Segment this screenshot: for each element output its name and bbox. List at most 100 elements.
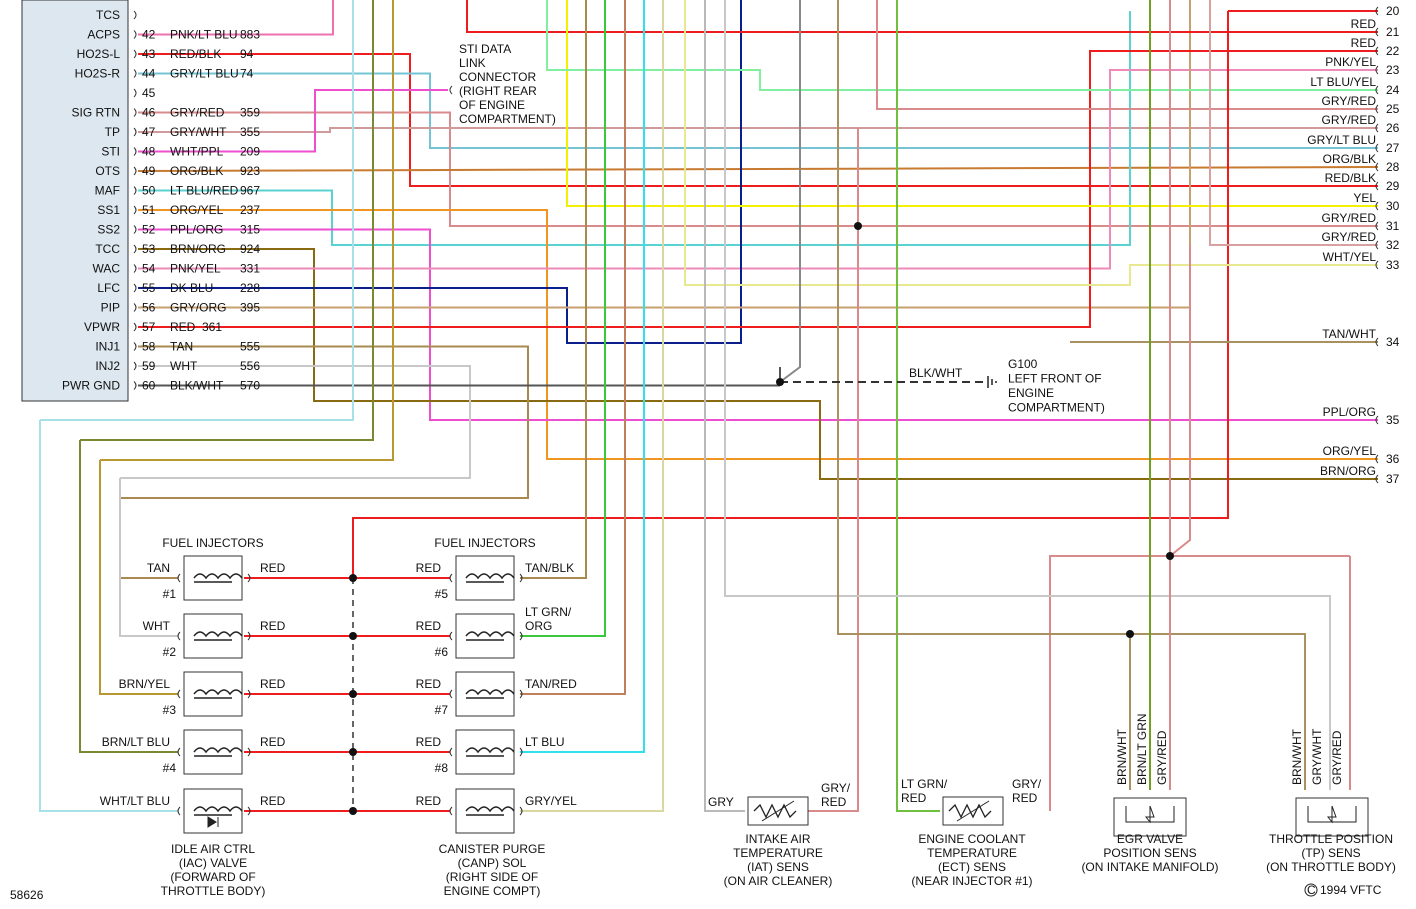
sensor-ref-splice-dot	[1166, 552, 1174, 560]
variable-arrow	[956, 800, 990, 822]
connector-pin-wire-color: RED/BLK	[1325, 171, 1376, 185]
wire-33	[684, 0, 1378, 286]
connector-pin-number: 22	[1386, 44, 1400, 58]
pin-terminal	[1375, 104, 1379, 114]
pin-terminal	[133, 186, 137, 195]
pcm-pin-circuit: 570	[240, 379, 260, 393]
connector-pin-number: 24	[1386, 83, 1400, 97]
pin-terminal	[133, 147, 137, 156]
wire-ss2	[138, 228, 1378, 421]
coil-symbol	[465, 573, 515, 580]
wire-tp-grywht	[724, 0, 1331, 790]
tp-label-line: (ON THROTTLE BODY)	[1266, 860, 1396, 874]
connector-pin-wire-color: PNK/YEL	[1325, 55, 1376, 69]
pin-terminal	[133, 166, 137, 176]
pin-terminal	[133, 225, 137, 234]
pcm-pin-name: INJ2	[95, 359, 120, 373]
iac-label-line: IDLE AIR CTRL	[171, 842, 255, 856]
pcm-pin-circuit: 924	[240, 242, 260, 256]
pcm-pin-number: 55	[142, 281, 156, 295]
wire-maf	[138, 11, 1131, 246]
injectors-left-title: FUEL INJECTORS	[162, 536, 263, 550]
pcm-pin-number: 42	[142, 28, 156, 42]
injector-right-feed: RED	[416, 561, 442, 575]
pin-terminal	[1375, 143, 1379, 153]
coil-symbol	[193, 747, 243, 754]
pcm-pin-name: TCS	[96, 8, 120, 22]
coil-symbol	[193, 806, 243, 813]
pcm-pin-wire-color: WHT	[170, 359, 198, 373]
pcm-pin-wire-color: RED/BLK	[170, 47, 221, 61]
wire-inj4-drop	[79, 440, 178, 753]
pcm-pin-number: 60	[142, 379, 156, 393]
connector-pin-wire-color: RED	[1351, 17, 1377, 31]
connector-pin-wire-color: TAN/WHT	[1322, 327, 1376, 341]
pin-terminal	[133, 88, 137, 98]
pcm-pin-wire-color: BRN/ORG	[170, 242, 226, 256]
iat-right-wire: GRY/	[821, 781, 851, 795]
wire-acps	[138, 0, 334, 36]
injectors-right-title: FUEL INJECTORS	[434, 536, 535, 550]
wire-vpwr	[138, 50, 1378, 328]
connector-pin-wire-color: RED	[1351, 36, 1377, 50]
pin-terminal	[133, 69, 137, 78]
iac-label-line: (FORWARD OF	[170, 870, 255, 884]
connector-pin-number: 23	[1386, 63, 1400, 77]
pcm-pin-circuit: 359	[240, 106, 260, 120]
potentiometer-symbol	[1307, 805, 1357, 824]
pin-terminal	[133, 205, 137, 215]
tp-wire-label: GRY/RED	[1330, 730, 1344, 785]
wire-24	[546, 0, 1378, 91]
connector-pin-number: 37	[1386, 472, 1400, 486]
wire-21	[466, 0, 1378, 33]
pin-terminal	[133, 244, 137, 254]
wire-inj7	[520, 0, 626, 695]
pin-terminal	[1375, 6, 1379, 16]
injector-feed-splice	[349, 632, 357, 640]
pcm-pin-name: WAC	[92, 262, 120, 276]
pcm-pin-circuit: 883	[240, 28, 260, 42]
wire-32-drop	[1169, 245, 1191, 557]
connector-pin-wire-color: GRY/RED	[1322, 113, 1377, 127]
coil-symbol	[465, 747, 515, 754]
iac-label-line: (IAC) VALVE	[179, 856, 247, 870]
pin-terminal	[133, 381, 137, 390]
pcm-pin-circuit: 967	[240, 184, 260, 198]
injector-right-wire: TAN/RED	[525, 677, 577, 691]
connector-pin-wire-color: GRY/RED	[1322, 94, 1377, 108]
potentiometer-symbol	[1125, 805, 1175, 824]
ground-label-line: ENGINE	[1008, 386, 1054, 400]
pin-terminal	[1375, 201, 1379, 211]
wire-ho2s-r	[138, 72, 1378, 149]
injector-right-7	[455, 671, 515, 717]
pin-terminal	[133, 10, 137, 20]
components-layer	[21, 0, 1369, 837]
pcm-pin-circuit: 555	[240, 340, 260, 354]
connector-pin-number: 28	[1386, 160, 1400, 174]
coil-symbol	[465, 689, 515, 696]
connector-pin-number: 26	[1386, 121, 1400, 135]
injector-left-feed: RED	[260, 561, 286, 575]
injector-body	[183, 671, 243, 717]
injector-right-number: #5	[435, 587, 449, 601]
pcm-pin-number: 50	[142, 184, 156, 198]
pcm-pin-circuit: 94	[240, 47, 254, 61]
ground-label-line: LEFT FRONT OF	[1008, 372, 1102, 386]
injector-left-feed: RED	[260, 619, 286, 633]
ect-left-wire: LT GRN/	[901, 777, 948, 791]
pcm-pin-circuit: 237	[240, 203, 260, 217]
ground-label-line: G100	[1008, 357, 1038, 371]
injector-right-number: #6	[435, 645, 449, 659]
sensor-gnd-splice-dot	[1126, 630, 1134, 638]
injector-left-2	[183, 613, 243, 659]
injector-left-1	[183, 555, 243, 601]
pcm-pin-wire-color: WHT/PPL	[170, 145, 224, 159]
canp-label-line: (CANP) SOL	[458, 856, 527, 870]
pcm-pin-name: PIP	[101, 301, 120, 315]
injector-body	[183, 555, 243, 601]
wire-inj4	[80, 0, 374, 441]
injector-right-feed: RED	[416, 735, 442, 749]
copyright-text: 1994 VFTC	[1320, 883, 1382, 897]
wire-ho2s-l	[138, 53, 1378, 187]
injector-terminal	[449, 806, 453, 816]
